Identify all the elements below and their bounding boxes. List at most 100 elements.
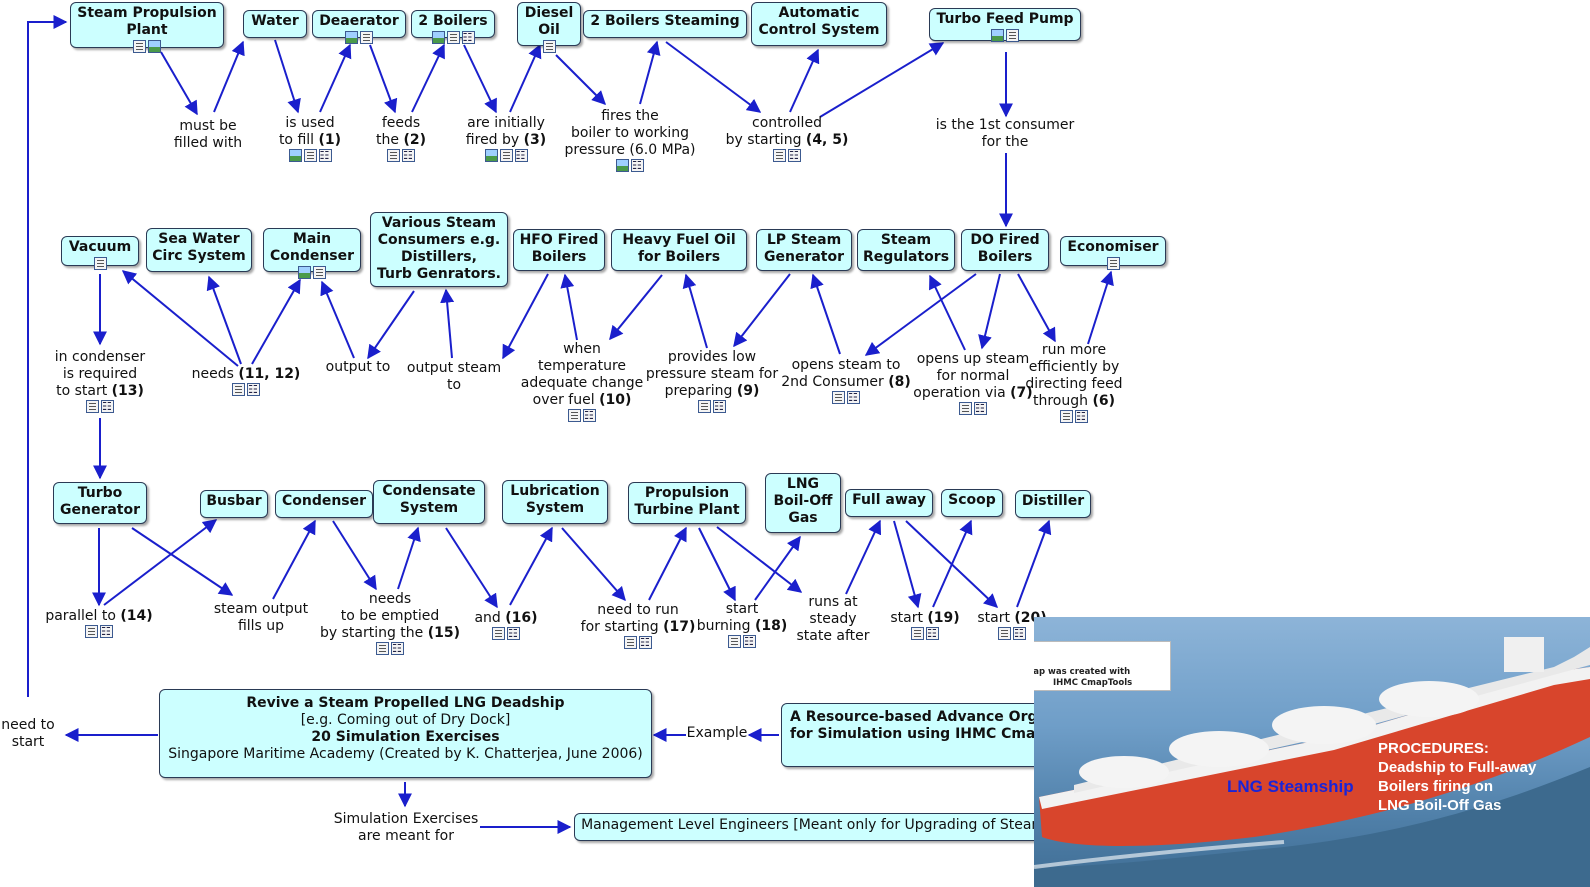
document-icon[interactable] — [832, 391, 845, 404]
document-icon[interactable] — [85, 625, 98, 638]
document-icon[interactable] — [232, 383, 245, 396]
link-and-16: and (16) — [411, 610, 601, 645]
document-icon[interactable] — [624, 636, 637, 649]
image-icon[interactable] — [616, 159, 629, 172]
document-icon[interactable] — [360, 31, 373, 44]
node-turbo-feed-pump[interactable]: Turbo Feed Pump — [929, 8, 1081, 42]
concept-map-icon[interactable] — [583, 407, 596, 424]
concept-map-icon[interactable] — [402, 147, 415, 164]
document-icon[interactable] — [698, 400, 711, 413]
concept-map-icon[interactable] — [847, 389, 860, 406]
node-distiller[interactable]: Distiller — [1015, 490, 1091, 518]
link-label: over fuel (10) — [532, 392, 632, 408]
document-icon[interactable] — [728, 635, 741, 648]
document-icon[interactable] — [1060, 410, 1073, 423]
resource-icons — [492, 625, 520, 642]
document-icon[interactable] — [303, 149, 317, 162]
document-icon[interactable] — [1006, 29, 1019, 42]
image-icon[interactable] — [288, 149, 302, 162]
document-icon[interactable] — [376, 642, 389, 655]
link-needs-11-12: needs (11, 12) — [151, 366, 341, 401]
node-revive-lng-deadship[interactable]: Revive a Steam Propelled LNG Deadship[e.… — [159, 689, 652, 778]
link-label: temperature — [538, 358, 626, 374]
concept-map-icon[interactable] — [514, 147, 528, 164]
node-condenser[interactable]: Condenser — [275, 490, 373, 518]
concept-map-icon[interactable] — [247, 381, 260, 398]
image-icon[interactable] — [484, 149, 498, 162]
concept-map-icon[interactable] — [974, 400, 987, 417]
image-icon[interactable] — [431, 31, 445, 44]
concept-map-icon[interactable] — [101, 398, 114, 415]
document-icon[interactable] — [568, 409, 581, 422]
concept-map-icon[interactable] — [926, 625, 939, 642]
image-icon[interactable] — [991, 29, 1004, 42]
concept-map-icon[interactable] — [713, 398, 726, 415]
node-two-boilers-steaming[interactable]: 2 Boilers Steaming — [583, 10, 747, 38]
image-icon[interactable] — [298, 266, 311, 279]
concept-map-icon[interactable] — [391, 640, 404, 657]
concept-map-icon[interactable] — [1013, 625, 1026, 642]
node-label: Control System — [758, 22, 880, 38]
resource-icons — [773, 147, 801, 164]
node-busbar[interactable]: Busbar — [200, 490, 268, 518]
document-icon[interactable] — [959, 402, 972, 415]
concept-map-icon[interactable] — [461, 29, 475, 46]
document-icon[interactable] — [313, 266, 326, 279]
node-scoop[interactable]: Scoop — [941, 489, 1003, 517]
document-icon[interactable] — [387, 149, 400, 162]
document-icon[interactable] — [93, 257, 107, 270]
document-icon[interactable] — [773, 149, 786, 162]
concept-map-icon[interactable] — [318, 147, 332, 164]
concept-map-icon[interactable] — [1075, 408, 1088, 425]
document-icon[interactable] — [446, 31, 460, 44]
document-icon[interactable] — [542, 40, 556, 53]
node-full-away[interactable]: Full away — [845, 489, 933, 517]
concept-map-icon[interactable] — [639, 634, 652, 651]
concept-map-icon[interactable] — [743, 633, 756, 650]
image-icon[interactable] — [148, 40, 161, 53]
document-icon[interactable] — [1106, 257, 1120, 270]
link-label: fires the — [601, 108, 659, 124]
concept-map-icon[interactable] — [788, 147, 801, 164]
image-icon[interactable] — [345, 31, 358, 44]
link-label: output steam — [406, 360, 502, 376]
document-icon[interactable] — [492, 627, 505, 640]
node-two-boilers[interactable]: 2 Boilers — [411, 10, 495, 46]
node-label: Turb Genrators. — [377, 266, 501, 282]
ship-label: LNG Steamship — [1227, 777, 1354, 796]
document-icon[interactable] — [133, 40, 146, 53]
document-icon[interactable] — [998, 627, 1011, 640]
document-icon[interactable] — [911, 627, 924, 640]
link-label: the (2) — [376, 132, 426, 148]
document-icon[interactable] — [499, 149, 513, 162]
document-icon[interactable] — [86, 400, 99, 413]
node-economiser[interactable]: Economiser — [1060, 236, 1166, 270]
node-water[interactable]: Water — [243, 10, 307, 38]
node-deaerator[interactable]: Deaerator — [312, 10, 406, 44]
concept-map-icon[interactable] — [100, 623, 113, 640]
concept-map-icon[interactable] — [631, 157, 644, 174]
concept-map-icon[interactable] — [507, 625, 520, 642]
connection-arrow — [274, 39, 301, 114]
node-vacuum[interactable]: Vacuum — [61, 236, 139, 270]
